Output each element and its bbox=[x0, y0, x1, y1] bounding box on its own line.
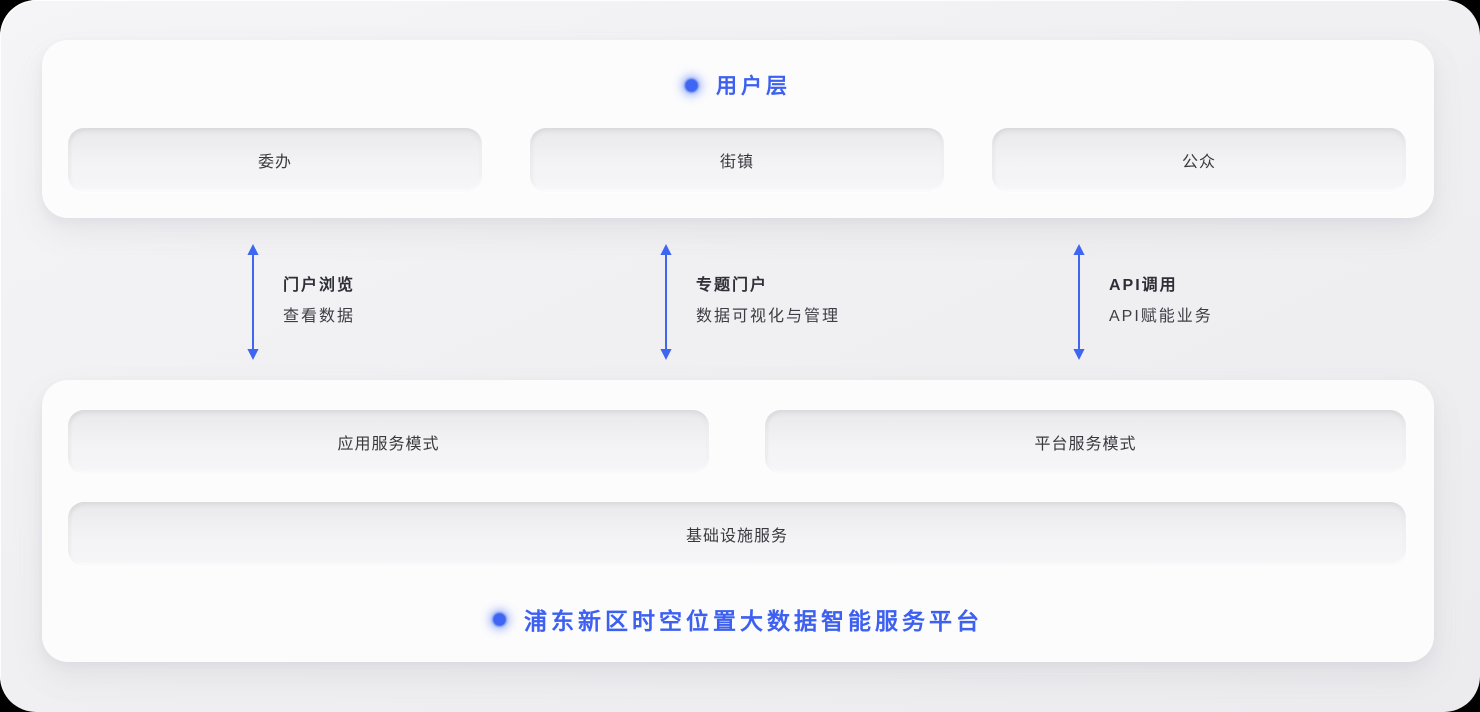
user-layer-box-row: 委办 街镇 公众 bbox=[68, 128, 1406, 192]
connector-desc: API赋能业务 bbox=[1109, 308, 1213, 325]
connector-labels: 门户浏览 查看数据 bbox=[283, 244, 355, 327]
service-box-application-label: 应用服务模式 bbox=[337, 436, 440, 453]
user-box-weiban-label: 委办 bbox=[257, 154, 292, 171]
glow-dot-icon bbox=[493, 612, 506, 626]
connector-title: API调用 bbox=[1109, 277, 1178, 294]
user-layer-card: 用户层 委办 街镇 公众 bbox=[42, 40, 1434, 218]
connector-labels: 专题门户 数据可视化与管理 bbox=[696, 244, 840, 327]
user-box-jiezhen-label: 街镇 bbox=[719, 154, 754, 171]
connector-api-call: API调用 API赋能业务 bbox=[1071, 244, 1213, 360]
service-mode-row: 应用服务模式 平台服务模式 bbox=[68, 410, 1406, 474]
user-layer-title: 用户层 bbox=[42, 70, 1434, 100]
connector-title: 门户浏览 bbox=[283, 277, 356, 294]
platform-layer-title: 浦东新区时空位置大数据智能服务平台 bbox=[42, 602, 1434, 636]
infrastructure-service-label: 基础设施服务 bbox=[685, 528, 788, 545]
service-box-platform-label: 平台服务模式 bbox=[1034, 436, 1137, 453]
double-arrow-icon bbox=[1073, 244, 1085, 360]
service-box-platform: 平台服务模式 bbox=[765, 410, 1406, 474]
user-box-weiban: 委办 bbox=[68, 128, 482, 192]
user-box-jiezhen: 街镇 bbox=[530, 128, 944, 192]
connector-labels: API调用 API赋能业务 bbox=[1109, 244, 1213, 327]
double-arrow-icon bbox=[247, 244, 259, 360]
connector-desc: 数据可视化与管理 bbox=[696, 308, 841, 325]
service-box-application: 应用服务模式 bbox=[68, 410, 709, 474]
platform-layer-title-text: 浦东新区时空位置大数据智能服务平台 bbox=[524, 608, 983, 634]
user-box-gongzhong-label: 公众 bbox=[1181, 154, 1216, 171]
connector-section: 门户浏览 查看数据 专题门户 数据可视化与管理 API调用 bbox=[0, 218, 1480, 380]
double-arrow-icon bbox=[660, 244, 672, 360]
platform-layer-card: 应用服务模式 平台服务模式 基础设施服务 浦东新区时空位置大数据智能服务平台 bbox=[42, 380, 1434, 662]
user-layer-title-text: 用户层 bbox=[716, 75, 791, 98]
user-box-gongzhong: 公众 bbox=[992, 128, 1406, 192]
glow-dot-icon bbox=[685, 78, 698, 92]
infrastructure-service-box: 基础设施服务 bbox=[68, 502, 1406, 566]
connector-portal-browse: 门户浏览 查看数据 bbox=[245, 244, 355, 360]
connector-title: 专题门户 bbox=[696, 277, 769, 294]
connector-theme-portal: 专题门户 数据可视化与管理 bbox=[658, 244, 840, 360]
connector-desc: 查看数据 bbox=[283, 308, 356, 325]
